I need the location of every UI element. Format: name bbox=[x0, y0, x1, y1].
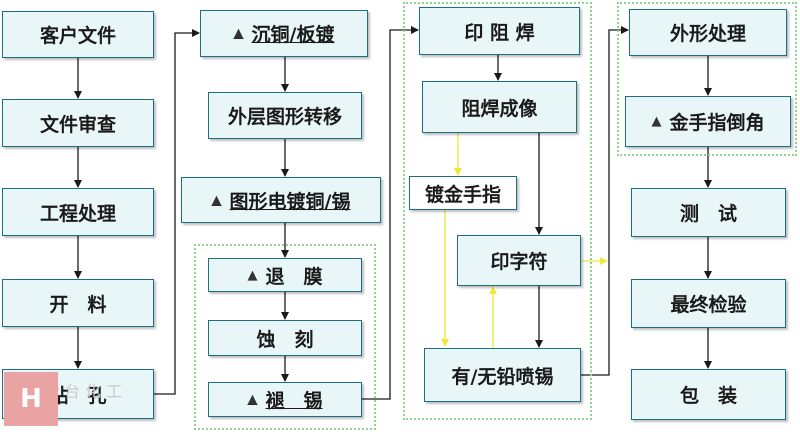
group-profiling-section bbox=[617, 2, 797, 156]
node-label: 蚀 刻 bbox=[256, 328, 314, 351]
node-label: 褪 锡 bbox=[265, 390, 323, 412]
node-label: 开 料 bbox=[49, 293, 107, 316]
node-mask-imaging: 阻焊成像 bbox=[422, 81, 577, 133]
node-label: 印字符 bbox=[490, 251, 548, 273]
node-label: 包 装 bbox=[679, 385, 737, 407]
node-packing: 包 装 bbox=[631, 369, 786, 420]
node-label: 客户文件 bbox=[39, 25, 116, 47]
process-arrows bbox=[74, 26, 712, 400]
edge-drilling-to-pth bbox=[153, 29, 200, 395]
node-bevel: ▲ 金手指倒角 bbox=[625, 96, 791, 147]
marker-triangle-icon: ▲ bbox=[247, 392, 258, 407]
node-outer-transfer: 外层图形转移 bbox=[208, 92, 362, 139]
node-label: 退 膜 bbox=[265, 265, 323, 288]
node-cutting: 开 料 bbox=[2, 279, 154, 327]
node-label: 镀金手指 bbox=[424, 183, 501, 206]
node-label: 外层图形转移 bbox=[227, 106, 342, 128]
node-engineering: 工程处理 bbox=[2, 188, 154, 236]
marker-triangle-icon: ▲ bbox=[233, 26, 244, 41]
node-label: 沉铜/板镀 bbox=[251, 24, 335, 46]
group-solder-section bbox=[403, 2, 592, 420]
watermark-text: 台 化 工 bbox=[64, 382, 123, 401]
node-label: 文件审查 bbox=[39, 113, 116, 136]
node-label: 测 试 bbox=[679, 203, 737, 225]
node-label: 外形处理 bbox=[669, 23, 746, 45]
node-pth: ▲ 沉铜/板镀 bbox=[200, 10, 368, 57]
node-hasl: 有/无铅喷锡 bbox=[424, 348, 581, 402]
marker-triangle-icon: ▲ bbox=[211, 192, 222, 208]
node-strip-film: ▲ 退 膜 bbox=[208, 258, 362, 292]
node-test: 测 试 bbox=[631, 188, 786, 237]
logo-h-icon: H bbox=[4, 372, 58, 426]
node-final-inspection: 最终检验 bbox=[631, 279, 786, 328]
node-file-review: 文件审查 bbox=[2, 99, 154, 147]
logo-text: H bbox=[20, 384, 42, 414]
marker-triangle-icon: ▲ bbox=[651, 114, 662, 129]
marker-triangle-icon: ▲ bbox=[247, 267, 258, 283]
node-etching: 蚀 刻 bbox=[208, 320, 362, 356]
node-profiling: 外形处理 bbox=[629, 9, 787, 56]
node-label: 金手指倒角 bbox=[669, 112, 765, 134]
node-solder-mask: 印 阻 焊 bbox=[419, 7, 580, 55]
node-customer-file: 客户文件 bbox=[2, 11, 154, 58]
node-label: 钻 孔 bbox=[49, 384, 107, 407]
alternate-arrows bbox=[441, 133, 608, 348]
node-gold-finger-plating: 镀金手指 bbox=[409, 176, 517, 210]
group-etch-section bbox=[194, 244, 376, 430]
node-label: 印 阻 焊 bbox=[464, 21, 535, 44]
node-strip-tin: ▲ 褪 锡 bbox=[208, 382, 362, 417]
node-pattern-plating: ▲ 图形电镀铜/锡 bbox=[181, 177, 381, 223]
node-label: 图形电镀铜/锡 bbox=[229, 190, 351, 213]
node-label: 工程处理 bbox=[39, 202, 116, 225]
node-label: 最终检验 bbox=[670, 294, 747, 316]
node-label: 阻焊成像 bbox=[461, 97, 538, 120]
node-label: 有/无铅喷锡 bbox=[451, 365, 554, 388]
node-legend-print: 印字符 bbox=[457, 235, 581, 286]
